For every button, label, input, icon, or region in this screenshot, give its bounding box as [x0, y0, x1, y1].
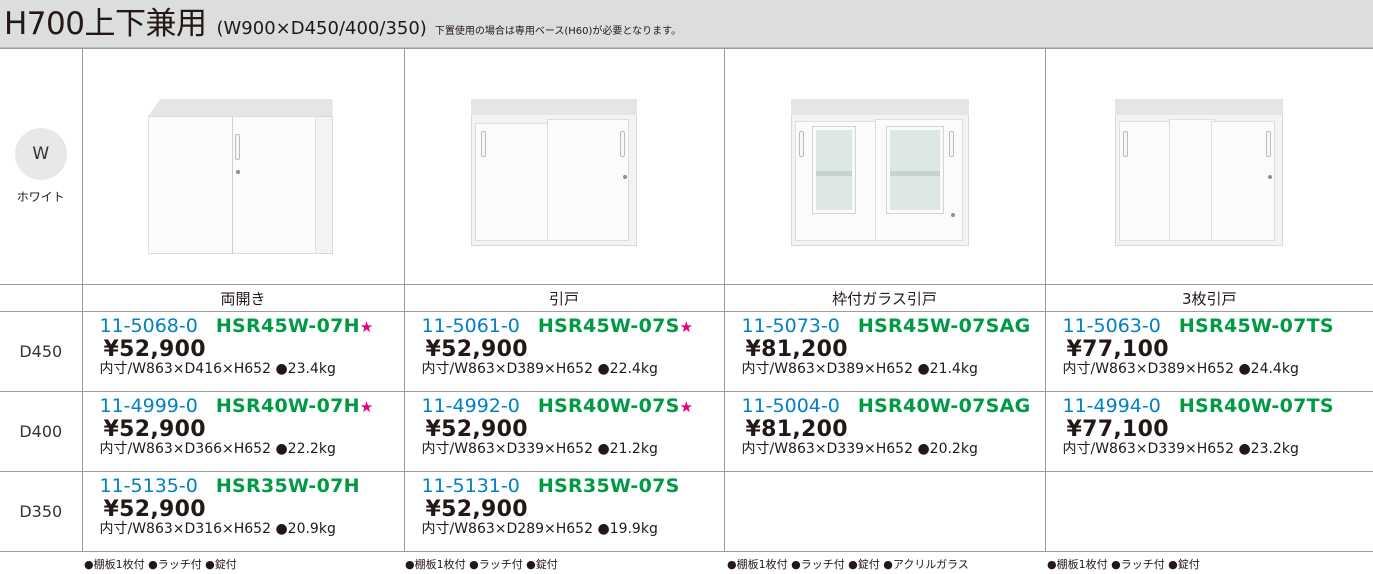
price: ¥52,900: [425, 497, 528, 522]
product-cell: 11-5131-0 HSR35W-07S ¥52,900 内寸/W863×D289…: [403, 471, 725, 552]
star-icon: ★: [679, 398, 694, 416]
color-name: ホワイト: [16, 190, 65, 204]
product-code: 11-4992-0: [421, 395, 520, 417]
glass-sliding-door-cabinet-image: [790, 99, 969, 246]
three-panel-sliding-door-cabinet-image: [1114, 99, 1283, 246]
price: ¥52,900: [103, 497, 206, 522]
price: ¥52,900: [425, 417, 528, 442]
product-code: 11-4999-0: [99, 395, 198, 417]
depth-label: D400: [0, 391, 83, 472]
spec: 内寸/W863×D339×H652 ●23.2kg: [1062, 441, 1299, 457]
price: ¥52,900: [425, 337, 528, 362]
price: ¥81,200: [745, 337, 848, 362]
model-number: HSR40W-07SAG: [857, 395, 1031, 417]
spec: 内寸/W863×D366×H652 ●22.2kg: [99, 441, 336, 457]
spec: 内寸/W863×D389×H652 ●21.4kg: [741, 361, 978, 377]
door-type-glass-sliding: 枠付ガラス引戸: [723, 284, 1046, 312]
product-cell: 11-5135-0 HSR35W-07H ¥52,900 内寸/W863×D316…: [81, 471, 405, 552]
price: ¥52,900: [103, 417, 206, 442]
model-number: HSR45W-07H: [215, 315, 360, 337]
image-cell-sliding: [403, 48, 725, 285]
color-swatch: W: [14, 128, 67, 180]
spec: 内寸/W863×D316×H652 ●20.9kg: [99, 521, 336, 537]
empty-cell: [723, 471, 1046, 552]
product-code: 11-5061-0: [421, 315, 520, 337]
product-code: 11-5073-0: [741, 315, 840, 337]
door-type-hinged: 両開き: [81, 284, 405, 312]
model-number: HSR35W-07S: [537, 475, 680, 497]
product-cell: 11-5004-0 HSR40W-07SAG ¥81,200 内寸/W863×D3…: [723, 391, 1046, 472]
footnote-hinged: ●棚板1枚付 ●ラッチ付 ●錠付: [84, 558, 237, 571]
door-type-row: 両開き 引戸 枠付ガラス引戸 3枚引戸: [0, 284, 1373, 312]
footnotes: ●棚板1枚付 ●ラッチ付 ●錠付 ●棚板1枚付 ●ラッチ付 ●錠付 ●棚板1枚付…: [0, 554, 1373, 574]
product-cell: 11-4992-0 HSR40W-07S★ ¥52,900 内寸/W863×D33…: [403, 391, 725, 472]
model-number: HSR40W-07TS: [1178, 395, 1334, 417]
hinged-door-cabinet-image: [147, 99, 333, 254]
price: ¥52,900: [103, 337, 206, 362]
footnote-sliding: ●棚板1枚付 ●ラッチ付 ●錠付: [405, 558, 558, 571]
image-cell-3-panel-sliding: [1044, 48, 1373, 285]
footnote-glass-sliding: ●棚板1枚付 ●ラッチ付 ●錠付 ●アクリルガラス: [727, 558, 969, 571]
empty-cell: [1044, 471, 1373, 552]
depth-label: D450: [0, 311, 83, 392]
model-number: HSR45W-07TS: [1178, 315, 1334, 337]
section-header: H700上下兼用 (W900×D450/400/350) 下置使用の場合は専用ベ…: [0, 0, 1373, 48]
sliding-door-cabinet-image: [470, 99, 637, 246]
star-icon: ★: [359, 398, 374, 416]
product-cell: 11-4994-0 HSR40W-07TS ¥77,100 内寸/W863×D33…: [1044, 391, 1373, 472]
depth-label: D350: [0, 471, 83, 552]
product-cell: 11-5073-0 HSR45W-07SAG ¥81,200 内寸/W863×D3…: [723, 311, 1046, 392]
product-code: 11-5004-0: [741, 395, 840, 417]
star-icon: ★: [679, 318, 694, 336]
price: ¥77,100: [1066, 417, 1169, 442]
spec: 内寸/W863×D339×H652 ●21.2kg: [421, 441, 658, 457]
product-code: 11-5063-0: [1062, 315, 1161, 337]
section-title: H700上下兼用: [4, 6, 207, 42]
spec: 内寸/W863×D389×H652 ●24.4kg: [1062, 361, 1299, 377]
image-row: W ホワイト: [0, 48, 1373, 285]
spec: 内寸/W863×D389×H652 ●22.4kg: [421, 361, 658, 377]
product-cell: 11-5063-0 HSR45W-07TS ¥77,100 内寸/W863×D38…: [1044, 311, 1373, 392]
section-note: 下置使用の場合は専用ベース(H60)が必要となります。: [434, 26, 682, 37]
spec: 内寸/W863×D339×H652 ●20.2kg: [741, 441, 978, 457]
price: ¥77,100: [1066, 337, 1169, 362]
product-code: 11-5135-0: [99, 475, 198, 497]
star-icon: ★: [359, 318, 374, 336]
footnote-3-panel-sliding: ●棚板1枚付 ●ラッチ付 ●錠付: [1047, 558, 1200, 571]
product-code: 11-4994-0: [1062, 395, 1161, 417]
image-cell-hinged: [81, 48, 405, 285]
table-row: D350 11-5135-0 HSR35W-07H ¥52,900 内寸/W863…: [0, 471, 1373, 552]
color-cell: W ホワイト: [0, 48, 83, 285]
product-table: W ホワイト: [0, 48, 1373, 552]
door-type-3-panel-sliding: 3枚引戸: [1044, 284, 1373, 312]
product-code: 11-5131-0: [421, 475, 520, 497]
image-cell-glass-sliding: [723, 48, 1046, 285]
door-type-blank: [0, 284, 83, 312]
model-number: HSR35W-07H: [215, 475, 360, 497]
model-number: HSR40W-07S: [537, 395, 680, 417]
section-dimensions: (W900×D450/400/350): [216, 18, 427, 39]
product-cell: 11-5061-0 HSR45W-07S★ ¥52,900 内寸/W863×D38…: [403, 311, 725, 392]
price: ¥81,200: [745, 417, 848, 442]
product-cell: 11-5068-0 HSR45W-07H★ ¥52,900 内寸/W863×D41…: [81, 311, 405, 392]
spec: 内寸/W863×D416×H652 ●23.4kg: [99, 361, 336, 377]
model-number: HSR40W-07H: [215, 395, 360, 417]
product-code: 11-5068-0: [99, 315, 198, 337]
door-type-sliding: 引戸: [403, 284, 725, 312]
model-number: HSR45W-07S: [537, 315, 680, 337]
spec: 内寸/W863×D289×H652 ●19.9kg: [421, 521, 658, 537]
model-number: HSR45W-07SAG: [857, 315, 1031, 337]
color-code: W: [32, 144, 50, 164]
product-cell: 11-4999-0 HSR40W-07H★ ¥52,900 内寸/W863×D36…: [81, 391, 405, 472]
